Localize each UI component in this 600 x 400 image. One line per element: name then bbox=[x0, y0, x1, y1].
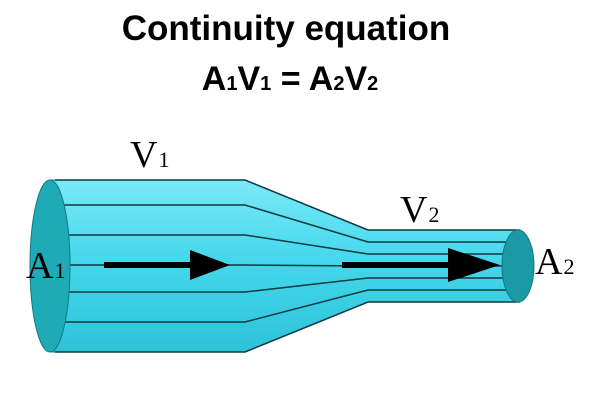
outlet-cross-section bbox=[501, 229, 535, 303]
eq-equals: = bbox=[271, 60, 309, 98]
eq-v1: V bbox=[237, 60, 261, 98]
inlet-velocity-label: V1 bbox=[130, 134, 169, 176]
outlet-area-label: A2 bbox=[535, 241, 574, 283]
eq-v2: V bbox=[344, 60, 368, 98]
velocity-arrow-outlet bbox=[342, 248, 500, 282]
eq-v2-subscript: 2 bbox=[367, 73, 379, 95]
streamline bbox=[55, 301, 520, 353]
streamline bbox=[60, 204, 520, 243]
inlet-cross-section bbox=[29, 179, 71, 353]
streamline bbox=[60, 289, 520, 323]
eq-v1-subscript: 1 bbox=[260, 73, 272, 95]
velocity-arrow-inlet bbox=[104, 250, 230, 280]
inlet-area-label: A1 bbox=[26, 245, 65, 287]
eq-a1-subscript: 1 bbox=[226, 73, 238, 95]
page-title: Continuity equation bbox=[121, 9, 451, 48]
continuity-equation: A1V1 = A2V2 bbox=[0, 58, 580, 105]
streamline bbox=[55, 179, 520, 231]
eq-a2-subscript: 2 bbox=[333, 73, 345, 95]
streamline bbox=[62, 277, 520, 293]
eq-a2: A bbox=[308, 60, 334, 98]
outlet-velocity-label: V2 bbox=[400, 189, 439, 231]
eq-a1: A bbox=[201, 60, 227, 98]
streamline bbox=[62, 234, 520, 255]
